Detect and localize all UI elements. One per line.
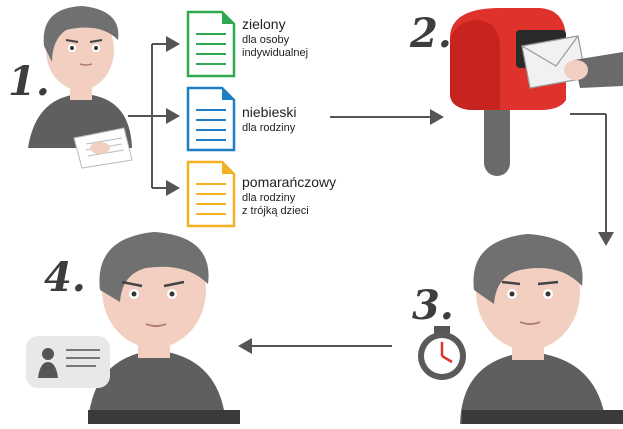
- form-desc-line: z trójką dzieci: [242, 205, 309, 218]
- step-number-1: 1.: [8, 58, 50, 105]
- orange-form-label: pomarańczowy dla rodziny z trójką dzieci: [242, 174, 336, 219]
- step-number-4: 4.: [44, 254, 86, 301]
- hand-arm: [574, 52, 623, 88]
- form-color-name: zielony: [242, 16, 286, 32]
- mailbox-icon: [450, 8, 566, 176]
- green-form-document-icon: [186, 10, 236, 78]
- form-desc-line: dla rodziny: [242, 121, 296, 134]
- id-card-icon: [26, 336, 110, 388]
- form-color-name: pomarańczowy: [242, 174, 337, 190]
- person-4-icon: [88, 232, 240, 424]
- stopwatch-icon: [418, 326, 466, 380]
- blue-form-document-icon: [186, 86, 236, 152]
- form-color-name: niebieski: [242, 104, 297, 120]
- person-1-icon: [28, 6, 133, 169]
- green-form-label: zielony dla osoby indywidualnej: [242, 16, 308, 61]
- arrow-to-step-3: [570, 113, 614, 246]
- form-desc-line: dla osoby: [242, 33, 290, 46]
- form-desc-line: indywidualnej: [242, 47, 309, 60]
- blue-form-label: niebieski dla rodziny: [242, 104, 296, 135]
- step-number-3: 3.: [412, 282, 454, 329]
- hand: [564, 60, 588, 80]
- step-number-2: 2.: [410, 10, 452, 57]
- orange-form-document-icon: [186, 160, 236, 228]
- branch-connector: [128, 36, 180, 196]
- person-3-icon: [460, 234, 623, 424]
- form-desc-line: dla rodziny: [242, 191, 296, 204]
